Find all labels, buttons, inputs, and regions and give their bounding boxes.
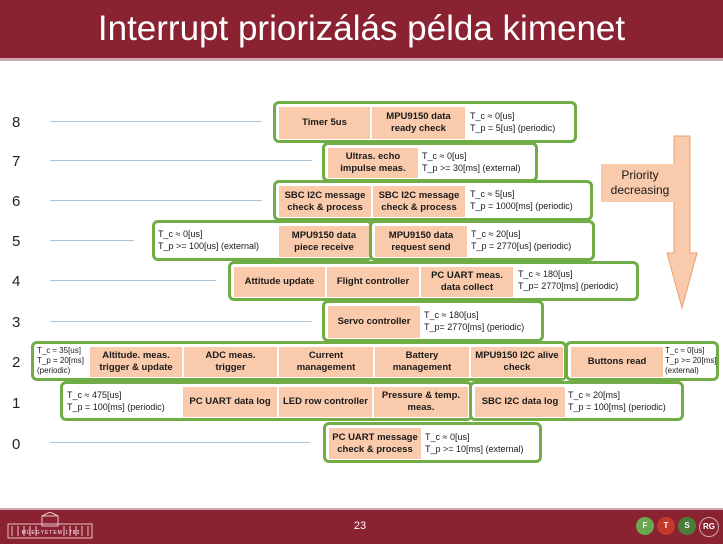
task-buttons-read: Buttons read	[570, 346, 664, 378]
footer-divider	[0, 508, 723, 510]
logo-ball-icon: RG	[699, 517, 719, 537]
priority-label: Priority decreasing	[601, 164, 679, 202]
task-group-level-4: Attitude update Flight controller PC UAR…	[228, 261, 639, 301]
task-pc-uart-meas-data-collect: PC UART meas. data collect	[420, 266, 514, 298]
logo-ball-icon: T	[657, 517, 675, 535]
level-label: 0	[12, 436, 21, 453]
task-group-level-1-sbc: SBC I2C data log T_c ≈ 20[ms] T_p = 100[…	[469, 381, 684, 421]
task-group-level-3: Servo controller T_c ≈ 180[us] T_p= 2770…	[322, 300, 544, 342]
task-altitude-meas-trigger: Altitude. meas. trigger & update	[89, 346, 183, 378]
task-mpu9150-data-ready-check: MPU9150 data ready check	[371, 106, 466, 140]
task-sbc-i2c-message-check: SBC I2C message check & process	[278, 185, 372, 218]
level-label: 1	[12, 395, 21, 412]
level-label: 8	[12, 114, 21, 131]
timing-info: T_c ≈ 0[us] T_p = 5[us] (periodic)	[470, 111, 556, 133]
gridline	[50, 442, 310, 443]
university-logo	[7, 512, 93, 539]
task-mpu9150-data-piece-receive: MPU9150 data piece receive	[278, 225, 370, 258]
timing-info: T_c ≈ 20[us] T_p = 2770[us] (periodic)	[471, 229, 572, 251]
level-label: 5	[12, 233, 21, 250]
task-group-level-8: Timer 5us MPU9150 data ready check T_c ≈…	[273, 101, 577, 143]
task-sbc-i2c-data-log: SBC I2C data log	[474, 386, 566, 418]
header-divider	[0, 58, 723, 61]
priority-arrow	[666, 135, 698, 310]
task-attitude-update: Attitude update	[233, 266, 326, 298]
page-number: 23	[353, 520, 367, 532]
timing-info: T_c ≈ 180[us] T_p= 2770[ms] (periodic)	[518, 269, 619, 291]
gridline	[50, 280, 216, 281]
task-mpu9150-i2c-alive-check: MPU9150 I2C alive check	[470, 346, 564, 378]
task-timer-5us: Timer 5us	[278, 106, 371, 140]
task-pc-uart-data-log: PC UART data log	[182, 386, 278, 418]
timing-info: T_c ≈ 20[ms] T_p = 100[ms] (periodic)	[568, 390, 666, 412]
footer-bar	[0, 510, 723, 544]
timing-info: T_c ≈ 0[us] T_p >= 10[ms] (external)	[425, 432, 524, 454]
task-mpu9150-data-request-send: MPU9150 data request send	[374, 225, 468, 258]
level-label: 7	[12, 153, 21, 170]
task-group-level-2-buttons: Buttons read T_c ≈ 0[us] T_p >= 20[ms] (…	[565, 341, 719, 381]
task-sbc-i2c-message-check: SBC I2C message check & process	[372, 185, 466, 218]
timing-info: T_c ≈ 0[us] T_p >= 100[us] (external)	[158, 229, 260, 251]
task-pressure-temp-meas: Pressure & temp. meas.	[373, 386, 469, 418]
logo-ball-icon: S	[678, 517, 696, 535]
timing-info: T_c ≈ 180[us] T_p= 2770[ms] (periodic)	[424, 310, 525, 332]
level-label: 3	[12, 314, 21, 331]
task-group-level-7: Ultras. echo impulse meas. T_c ≈ 0[us] T…	[322, 142, 538, 182]
level-label: 6	[12, 193, 21, 210]
page-title: Interrupt priorizálás példa kimenet	[97, 9, 626, 48]
level-label: 2	[12, 354, 21, 371]
task-group-level-6: SBC I2C message check & process SBC I2C …	[273, 180, 593, 221]
logo-ball-icon: F	[636, 517, 654, 535]
level-label: 4	[12, 273, 21, 290]
task-group-level-5-right: MPU9150 data request send T_c ≈ 20[us] T…	[369, 220, 595, 261]
task-led-row-controller: LED row controller	[278, 386, 373, 418]
task-servo-controller: Servo controller	[327, 305, 421, 339]
task-ultrasonic-echo: Ultras. echo impulse meas.	[327, 147, 419, 179]
task-current-management: Current management	[278, 346, 374, 378]
timing-info: T_c ≈ 0[us] T_p >= 20[ms] (external)	[665, 346, 717, 375]
gridline	[50, 121, 262, 122]
gridline	[50, 321, 312, 322]
timing-info: T_c ≈ 475[us] T_p = 100[ms] (periodic)	[67, 390, 165, 412]
task-group-level-2: T_c ≈ 35[us] T_p = 20[ms] (periodic) Alt…	[31, 341, 567, 381]
timing-info: T_c ≈ 35[us] T_p = 20[ms] (periodic)	[37, 346, 84, 375]
timing-info: T_c ≈ 5[us] T_p = 1000[ms] (periodic)	[470, 189, 573, 211]
task-battery-management: Battery management	[374, 346, 470, 378]
header-bar	[0, 0, 723, 58]
logo-caption: MŰEGYETEM 1782	[21, 530, 81, 536]
task-group-level-5-left: T_c ≈ 0[us] T_p >= 100[us] (external) MP…	[152, 220, 373, 261]
task-group-level-1: T_c ≈ 475[us] T_p = 100[ms] (periodic) P…	[60, 381, 473, 421]
task-adc-meas-trigger: ADC meas. trigger	[183, 346, 278, 378]
task-pc-uart-message-check: PC UART message check & process	[328, 427, 422, 460]
gridline	[50, 240, 134, 241]
gridline	[50, 160, 312, 161]
task-group-level-0: PC UART message check & process T_c ≈ 0[…	[323, 422, 542, 463]
timing-info: T_c ≈ 0[us] T_p >= 30[ms] (external)	[422, 151, 521, 173]
gridline	[50, 200, 262, 201]
task-flight-controller: Flight controller	[326, 266, 420, 298]
